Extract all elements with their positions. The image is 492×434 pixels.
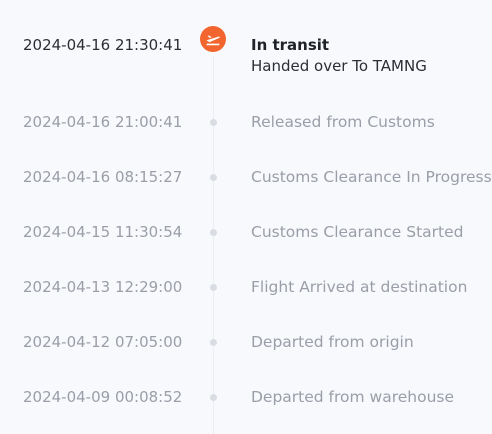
event-timestamp: 2024-04-16 21:30:41 [23, 36, 183, 54]
plane-icon [200, 26, 226, 52]
event-title: In transit [251, 36, 330, 54]
event-timestamp: 2024-04-16 21:00:41 [23, 113, 183, 131]
timeline-dot [210, 174, 217, 181]
event-description: Released from Customs [251, 113, 435, 131]
timeline-dot [210, 119, 217, 126]
event-description: Customs Clearance Started [251, 223, 464, 241]
timeline-event: 2024-04-12 07:05:00 Departed from origin [0, 332, 492, 360]
timeline-dot [210, 284, 217, 291]
event-subtitle: Handed over To TAMNG [251, 57, 427, 75]
event-timestamp: 2024-04-15 11:30:54 [23, 223, 183, 241]
timeline-event: 2024-04-15 11:30:54 Customs Clearance St… [0, 222, 492, 250]
event-description: Departed from warehouse [251, 388, 455, 406]
event-description: Departed from origin [251, 333, 414, 351]
timeline-dot [210, 229, 217, 236]
event-description: Flight Arrived at destination [251, 278, 468, 296]
timeline-event-current: 2024-04-16 21:30:41 In transit Handed ov… [0, 26, 492, 75]
timeline-dot [210, 339, 217, 346]
timeline-event: 2024-04-13 12:29:00 Flight Arrived at de… [0, 277, 492, 305]
timeline-event: 2024-04-16 21:00:41 Released from Custom… [0, 112, 492, 140]
event-description: Customs Clearance In Progress [251, 168, 492, 186]
event-timestamp: 2024-04-13 12:29:00 [23, 278, 183, 296]
timeline-event: 2024-04-09 00:08:52 Departed from wareho… [0, 387, 492, 415]
timeline-dot [210, 394, 217, 401]
event-timestamp: 2024-04-09 00:08:52 [23, 388, 183, 406]
timeline-event: 2024-04-16 08:15:27 Customs Clearance In… [0, 167, 492, 195]
event-timestamp: 2024-04-16 08:15:27 [23, 168, 183, 186]
timeline-track [213, 56, 214, 434]
event-timestamp: 2024-04-12 07:05:00 [23, 333, 183, 351]
